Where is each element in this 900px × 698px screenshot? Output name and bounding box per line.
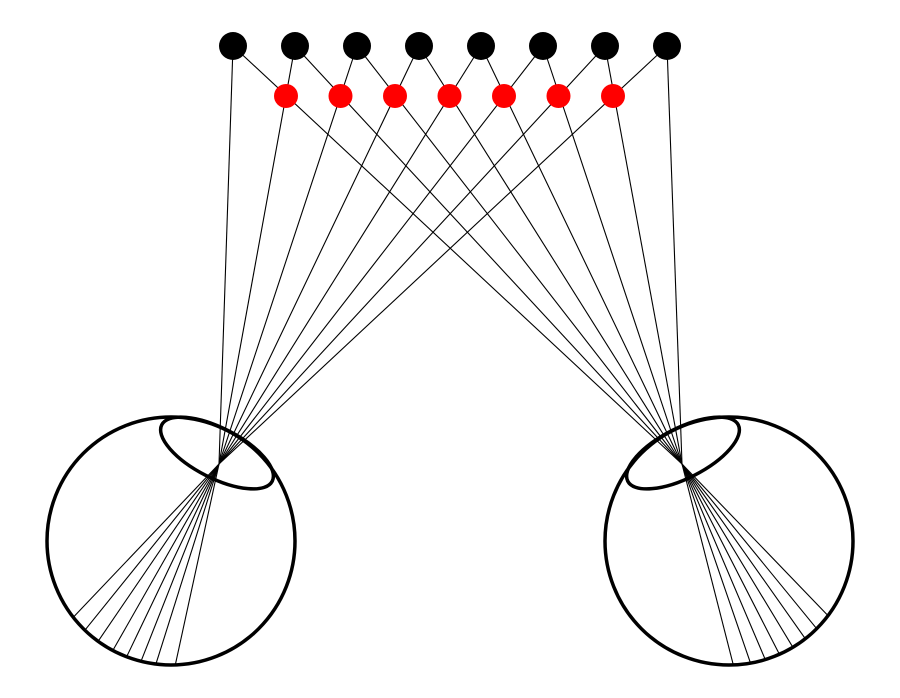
retina-ray-left-5 — [126, 463, 220, 658]
retina-ray-left-3 — [97, 463, 220, 642]
retina-ray-right-5 — [681, 463, 794, 648]
retina-ray-right-6 — [681, 463, 806, 640]
far-point-4 — [405, 32, 433, 60]
retina-ray-right-8 — [681, 463, 829, 616]
near-point-2 — [328, 84, 353, 108]
eyeball-left — [45, 415, 297, 667]
ray-left-eye-8 — [218, 45, 668, 465]
far-point-8 — [653, 32, 681, 60]
lens-left — [158, 415, 276, 491]
far-point-3 — [343, 32, 371, 60]
retina-ray-left-8 — [174, 463, 220, 666]
retina-ray-left-7 — [155, 463, 220, 665]
retina-ray-right-1 — [681, 463, 734, 666]
retina-ray-right-4 — [681, 463, 780, 655]
ray-left-eye-6 — [218, 45, 544, 465]
retina-ray-right-3 — [681, 463, 766, 660]
far-point-6 — [529, 32, 557, 60]
rays-to-eyes — [218, 45, 683, 465]
near-point-7 — [601, 84, 625, 108]
lenses — [158, 415, 742, 491]
retina-rays — [72, 463, 829, 666]
far-point-5 — [467, 32, 495, 60]
ray-right-eye-6 — [542, 45, 683, 465]
near-point-4 — [437, 84, 462, 108]
near-point-5 — [492, 84, 516, 108]
lens-right — [624, 415, 742, 491]
far-point-7 — [591, 32, 619, 60]
ray-left-eye-2 — [218, 45, 296, 465]
ray-right-eye-3 — [356, 45, 683, 465]
far-point-2 — [281, 32, 309, 60]
near-point-3 — [383, 84, 407, 108]
ray-left-eye-7 — [218, 45, 606, 465]
near-point-1 — [274, 84, 298, 108]
far-point-1 — [219, 32, 247, 60]
retina-ray-right-2 — [681, 463, 752, 664]
ray-left-eye-1 — [218, 45, 234, 465]
ray-right-eye-8 — [666, 45, 683, 465]
retina-ray-left-2 — [84, 463, 220, 631]
ray-left-eye-5 — [218, 45, 482, 465]
ray-right-eye-2 — [294, 45, 683, 465]
ray-left-eye-4 — [218, 45, 420, 465]
ray-right-eye-4 — [418, 45, 683, 465]
ray-right-eye-5 — [480, 45, 683, 465]
near-point-6 — [546, 84, 571, 108]
retina-ray-right-7 — [681, 463, 818, 630]
retina-ray-left-1 — [72, 463, 220, 618]
ray-left-eye-3 — [218, 45, 358, 465]
far-points-row — [219, 32, 681, 60]
retina-ray-left-6 — [140, 463, 220, 662]
ray-right-eye-1 — [232, 45, 683, 465]
near-points-row — [274, 84, 625, 108]
ray-right-eye-7 — [604, 45, 683, 465]
retina-ray-left-4 — [112, 463, 220, 651]
